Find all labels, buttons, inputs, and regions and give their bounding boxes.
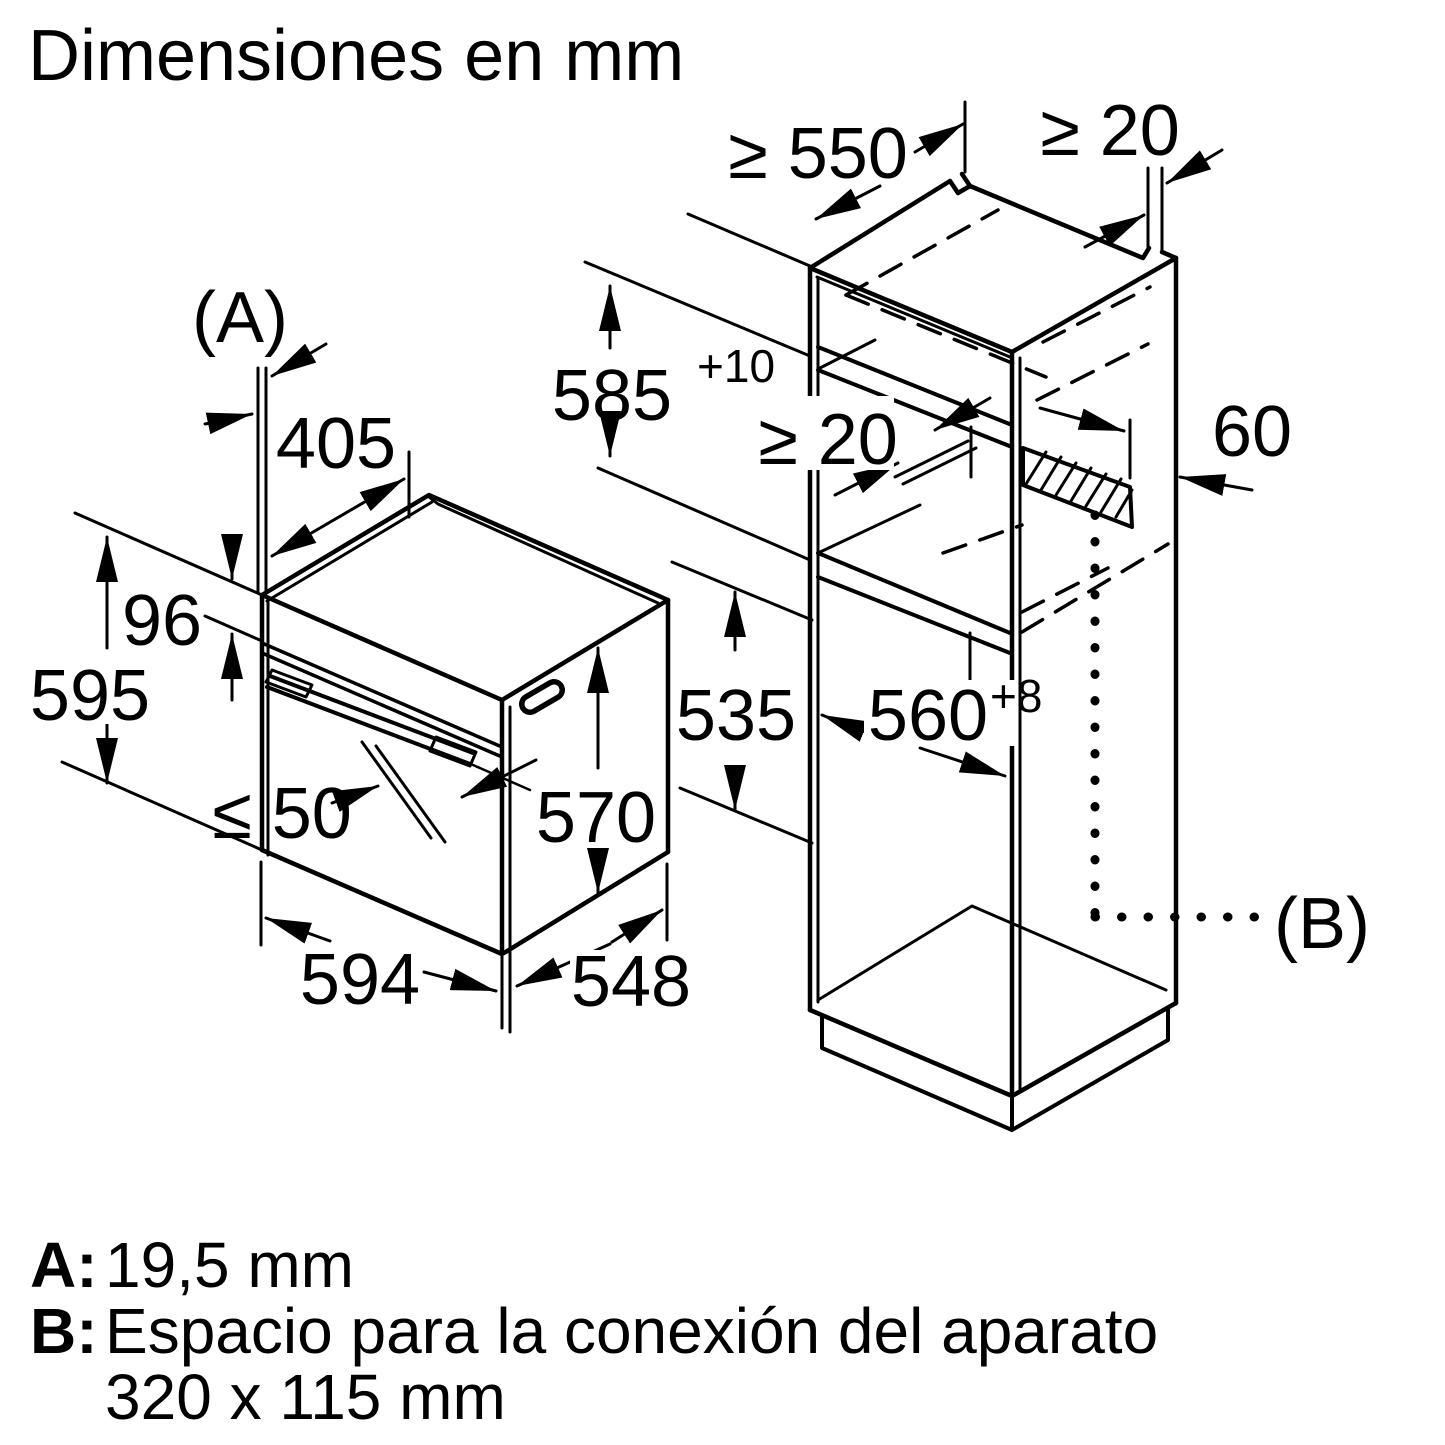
side-grip-hole	[519, 679, 565, 715]
lower-height-ext-top	[670, 560, 814, 622]
connection-locator-dotted-line	[1090, 510, 1263, 922]
cabinet-bottom-front-edge	[807, 1007, 1015, 1099]
oven-height-ext-bottom	[60, 760, 264, 852]
door-handle	[264, 668, 532, 792]
top-depth-dim-line	[270, 477, 406, 558]
legend: A: 19,5 mm B: Espacio para la conexión d…	[30, 1229, 1158, 1433]
vent-depth-arrow	[1178, 474, 1254, 496]
niche-top-shelf	[816, 345, 1014, 449]
dim-label-niche-height: 585	[552, 356, 672, 436]
oven-width-arrow-right	[422, 968, 498, 993]
dim-label-rear-gap: ≥ 20	[1040, 91, 1180, 171]
legend-a-value: 19,5 mm	[105, 1229, 354, 1301]
control-panel-bottom-1	[260, 641, 504, 749]
dim-label-oven-width: 594	[300, 940, 420, 1020]
cabinet-drawing	[583, 100, 1263, 1132]
min-depth-ext-front	[686, 212, 812, 268]
plinth	[820, 1006, 1170, 1132]
front-gap-arrow-left	[203, 412, 254, 435]
legend-a-key: A:	[30, 1229, 98, 1301]
dim-label-niche-height-tol: +10	[697, 340, 775, 392]
interior-floor	[816, 904, 1168, 1002]
handle-plane-tick-1	[360, 740, 433, 840]
niche-width-arrow-right	[918, 746, 1007, 778]
niche-height-ext-top	[583, 260, 812, 358]
lower-height-ext-bottom	[678, 786, 814, 845]
dim-label-min-depth: ≥ 550	[728, 114, 908, 194]
dim-label-oven-height: 595	[30, 656, 150, 736]
vent-cutout	[1021, 446, 1134, 529]
oven-front-bottom-edge	[259, 847, 505, 957]
front-gap-arrow-right	[270, 342, 328, 378]
oven-dimensions	[60, 342, 669, 1034]
cabinet-dimensions	[583, 100, 1254, 845]
control-panel-bottom-2	[260, 651, 504, 759]
dim-label-vent-depth: 60	[1212, 392, 1292, 472]
niche-height-ext-bottom	[596, 466, 812, 562]
hidden-edges	[844, 208, 1170, 634]
oven-width-arrow-left	[264, 916, 332, 944]
niche-bottom-shelf	[816, 551, 1012, 655]
oven-depth-arrow-right	[610, 908, 664, 944]
oven-height-ext-top	[73, 511, 264, 597]
vent-gap-arrow	[1038, 406, 1126, 433]
cabinet-top-face	[807, 171, 1179, 355]
oven-top-left-inner	[265, 500, 434, 603]
rear-gap-arrow-left	[1083, 213, 1146, 249]
dim-label-panel-height: 96	[122, 581, 202, 661]
oven-drawing	[60, 342, 671, 1034]
handle-left-cap	[264, 668, 314, 699]
handle-right-cap	[428, 735, 478, 768]
min-depth-arrow-front	[814, 184, 882, 221]
handle-max-arrow-right	[460, 758, 538, 799]
shelf-gap-arrow-right	[933, 396, 992, 432]
oven-top-rear-lip	[427, 495, 660, 605]
vent-hatch	[1024, 450, 1134, 519]
cabinet-top-inner-edge	[815, 275, 1012, 359]
dim-label-handle-max: ≤ 50	[212, 774, 352, 854]
niche-bottom-shelf-depth-edge	[816, 503, 922, 555]
dim-label-oven-depth: 548	[571, 942, 691, 1022]
page-title: Dimensiones en mm	[28, 16, 684, 96]
shelf-gap-tick-2	[901, 446, 978, 486]
min-depth-arrow-back	[913, 122, 965, 157]
legend-b-key: B:	[30, 1295, 98, 1367]
dim-label-shelf-gap: ≥ 20	[758, 400, 898, 480]
niche-top-shelf-depth-edge	[818, 338, 877, 370]
dim-label-top-depth: 405	[276, 404, 396, 484]
legend-b-value: Espacio para la conexión del aparato	[105, 1295, 1158, 1367]
rear-gap-arrow-right	[1165, 148, 1224, 185]
dim-label-front-gap: (A)	[192, 278, 288, 358]
dim-label-connection-point: (B)	[1274, 884, 1370, 964]
niche-width-arrow-left	[820, 713, 872, 742]
dim-label-niche-width: 560	[868, 676, 988, 756]
dim-label-lower-height: 535	[676, 676, 796, 756]
oven-side-bottom-edge	[501, 849, 671, 956]
panel-height-ext	[203, 614, 264, 643]
handle-max-arrow-left	[330, 784, 380, 812]
cabinet-bottom-right-edge	[1009, 1000, 1179, 1099]
legend-b-size: 320 x 115 mm	[105, 1361, 506, 1433]
shelf-gap-tick-1	[893, 439, 970, 479]
label-masks	[26, 396, 1016, 1012]
dim-label-niche-width-tol: +8	[990, 670, 1042, 722]
handle-plane-tick-2	[374, 744, 447, 844]
dim-label-door-height: 570	[536, 778, 656, 858]
